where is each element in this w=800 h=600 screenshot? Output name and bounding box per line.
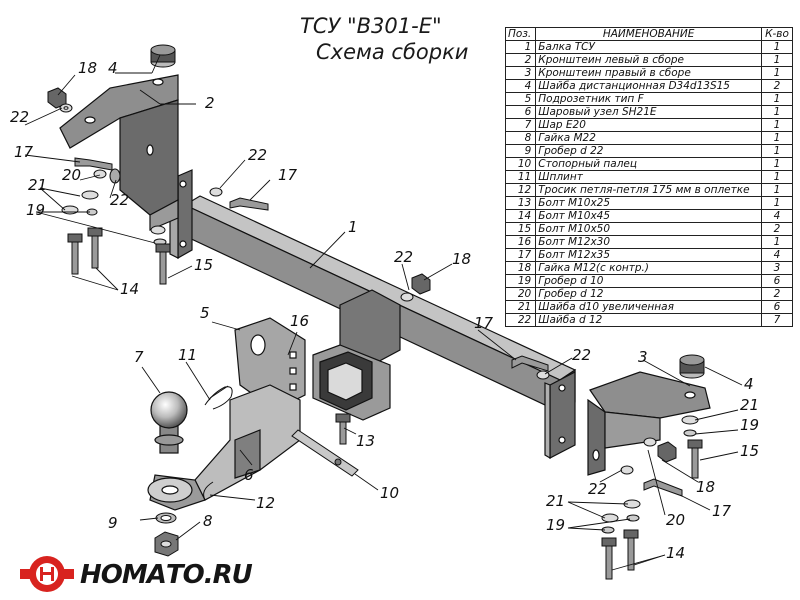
parts-table-cell-qty: 2 (761, 222, 793, 236)
spacer-parts (150, 44, 705, 379)
callout-7: 7 (134, 348, 144, 366)
parts-table-cell-name: Шайба d 12 (535, 313, 762, 327)
callout-labels: 4 18 2 22 17 20 21 22 19 14 15 22 17 1 2… (10, 59, 759, 562)
callout-10: 10 (380, 484, 399, 502)
cotter-pin-part (204, 385, 233, 410)
parts-table-cell-pos: 22 (504, 313, 537, 327)
callout-22-beam-right: 22 (572, 346, 591, 364)
callout-22-right-low: 22 (588, 480, 607, 498)
callout-22-beam-mid: 22 (394, 248, 413, 266)
bolt-parts (67, 157, 703, 580)
fastener-parts (47, 87, 699, 534)
callout-3: 3 (638, 348, 648, 366)
ball-mount-part (147, 384, 301, 511)
ball-part (150, 391, 188, 454)
callout-18-beam: 18 (452, 250, 471, 268)
callout-6: 6 (244, 466, 254, 484)
callout-4-left: 4 (108, 59, 118, 77)
parts-table-cell-pos: 17 (504, 248, 537, 262)
callout-15-left: 15 (194, 256, 213, 274)
lock-pin-part (291, 429, 359, 477)
callout-21-right: 21 (740, 396, 759, 414)
callout-22-left-top: 22 (10, 108, 29, 126)
callout-4-right: 4 (744, 375, 754, 393)
diagram-title: ТСУ "B301-E" (300, 14, 442, 38)
callout-21-left: 21 (28, 176, 47, 194)
callout-12: 12 (256, 494, 275, 512)
callout-19-left: 19 (26, 201, 45, 219)
callout-17-beam-right: 17 (474, 314, 494, 332)
callout-14-left: 14 (120, 280, 139, 298)
logo-icon (20, 556, 74, 592)
callout-22-beam-left: 22 (248, 146, 267, 164)
callout-17-right: 17 (712, 502, 732, 520)
callout-21-right-low: 21 (546, 492, 565, 510)
callout-19-right: 19 (740, 416, 759, 434)
callout-1: 1 (348, 218, 358, 236)
right-bracket-part (587, 371, 711, 476)
left-bracket-part (59, 74, 179, 231)
callout-11: 11 (178, 346, 197, 364)
callout-22-left-mid: 22 (110, 191, 129, 209)
callout-20-left: 20 (62, 166, 81, 184)
callout-8: 8 (203, 512, 213, 530)
leader-lines (24, 54, 743, 571)
callout-15-right: 15 (740, 442, 759, 460)
cable-part (203, 481, 214, 501)
callout-16: 16 (290, 312, 309, 330)
callout-19-right-low: 19 (546, 516, 565, 534)
grover-d22-part (155, 512, 177, 524)
callout-18-left: 18 (78, 59, 97, 77)
parts-table-cell-qty: 1 (761, 105, 793, 119)
callout-18-right: 18 (696, 478, 715, 496)
callout-17-left: 17 (14, 143, 34, 161)
socket-plate-part (234, 317, 306, 411)
callout-2: 2 (205, 94, 215, 112)
callout-5: 5 (200, 304, 210, 322)
diagram-subtitle: Схема сборки (316, 40, 469, 64)
callout-17-beam-left: 17 (278, 166, 298, 184)
parts-table-cell-qty: 7 (761, 313, 793, 327)
parts-table-cell-qty: 1 (761, 183, 793, 197)
nut-m22-part (154, 531, 179, 557)
callout-20-right: 20 (666, 511, 685, 529)
callout-14-right: 14 (666, 544, 685, 562)
callout-9: 9 (108, 514, 118, 532)
logo-wordmark: НОМАТО.RU (80, 560, 253, 590)
callout-13: 13 (356, 432, 375, 450)
